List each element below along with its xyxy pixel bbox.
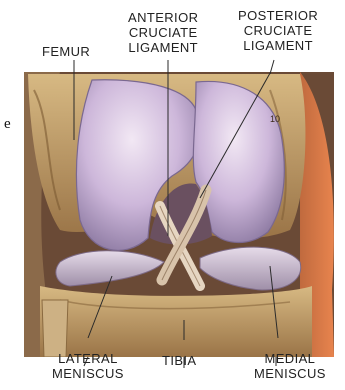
anterior-cruciate-ligament-label: ANTERIOR CRUCIATE LIGAMENT: [128, 10, 198, 55]
scan-number: 10: [270, 114, 280, 124]
lateral-meniscus-label: LATERAL MENISCUS: [52, 351, 124, 381]
posterior-cruciate-ligament-label: POSTERIOR CRUCIATE LIGAMENT: [238, 8, 318, 53]
medial-meniscus-label: MEDIAL MENISCUS: [254, 351, 326, 381]
tibia-label: TIBIA: [162, 353, 197, 368]
tibia-bone: [40, 286, 312, 357]
fibula-bone: [42, 300, 68, 357]
edge-text-fragment: e: [4, 116, 11, 133]
femur-label: FEMUR: [42, 44, 90, 59]
